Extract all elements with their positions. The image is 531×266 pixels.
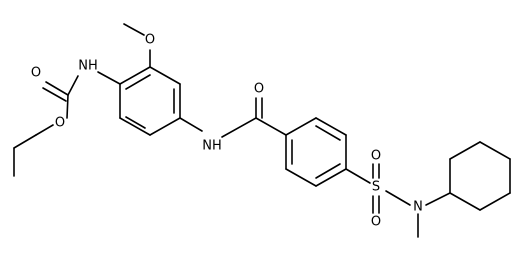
bond-ring1-5 (119, 117, 151, 136)
atom-carbamate-carbonyl-oxygen: O (31, 66, 41, 81)
atom-sulfonyl-oxygen-bottom: O (371, 215, 381, 230)
bond-ring2-5 (285, 168, 317, 187)
bond-ring2-4 (315, 168, 347, 187)
bond-ring2-2 (315, 117, 347, 136)
bond-carbamate-c-o-double-a (45, 81, 69, 96)
bond-ring1-1 (119, 66, 151, 85)
bond-ethyl-c-ch2 (13, 134, 37, 149)
atom-methoxy-oxygen: O (145, 33, 155, 48)
atom-carbamate-nh: NH (78, 59, 98, 74)
bond-ring2-inner-a (315, 125, 341, 141)
bond-ring1-2 (149, 66, 181, 85)
bond-cyclohexyl-2 (449, 141, 481, 160)
bond-ester-o-carbonyl-c (66, 94, 69, 119)
bond-ring2-s (345, 168, 371, 184)
bond-methoxy-o-ch3 (123, 23, 145, 36)
atom-labels: O NH O O O NH S O O N (31, 33, 423, 230)
bond-cyclohexyl-5 (479, 192, 511, 211)
bond-cyclohexyl-6 (449, 192, 481, 211)
bond-ring1-inner-c (125, 116, 146, 129)
bond-cyclohexyl-3 (479, 141, 511, 160)
bond-ring1-inner-a (125, 74, 151, 90)
bond-carbamate-c-o-double-b (42, 87, 67, 102)
bond-ring1-amide-nh (179, 117, 203, 132)
atom-carbamate-ester-oxygen: O (55, 116, 65, 131)
bond-s-n (385, 190, 411, 206)
bond-amide-nh-c (221, 117, 257, 138)
atom-amide-nh: NH (202, 139, 222, 154)
atom-sulfur: S (372, 180, 380, 195)
bond-ch2-ester-o (35, 124, 54, 136)
bond-ring2-inner-b (315, 163, 341, 179)
atom-amide-carbonyl-oxygen: O (254, 82, 264, 97)
bond-ring1-4 (149, 117, 181, 136)
atom-sulfonamide-nitrogen: N (413, 200, 423, 215)
atom-sulfonyl-oxygen-top: O (371, 149, 381, 164)
bond-nh-ring1 (97, 71, 121, 85)
bonds (13, 23, 511, 238)
bond-n-cyclohexyl (425, 192, 451, 206)
bond-ring2-1 (285, 117, 317, 136)
bond-carbamate-c-nh (67, 75, 79, 96)
bond-amide-c-ring2 (255, 117, 287, 136)
